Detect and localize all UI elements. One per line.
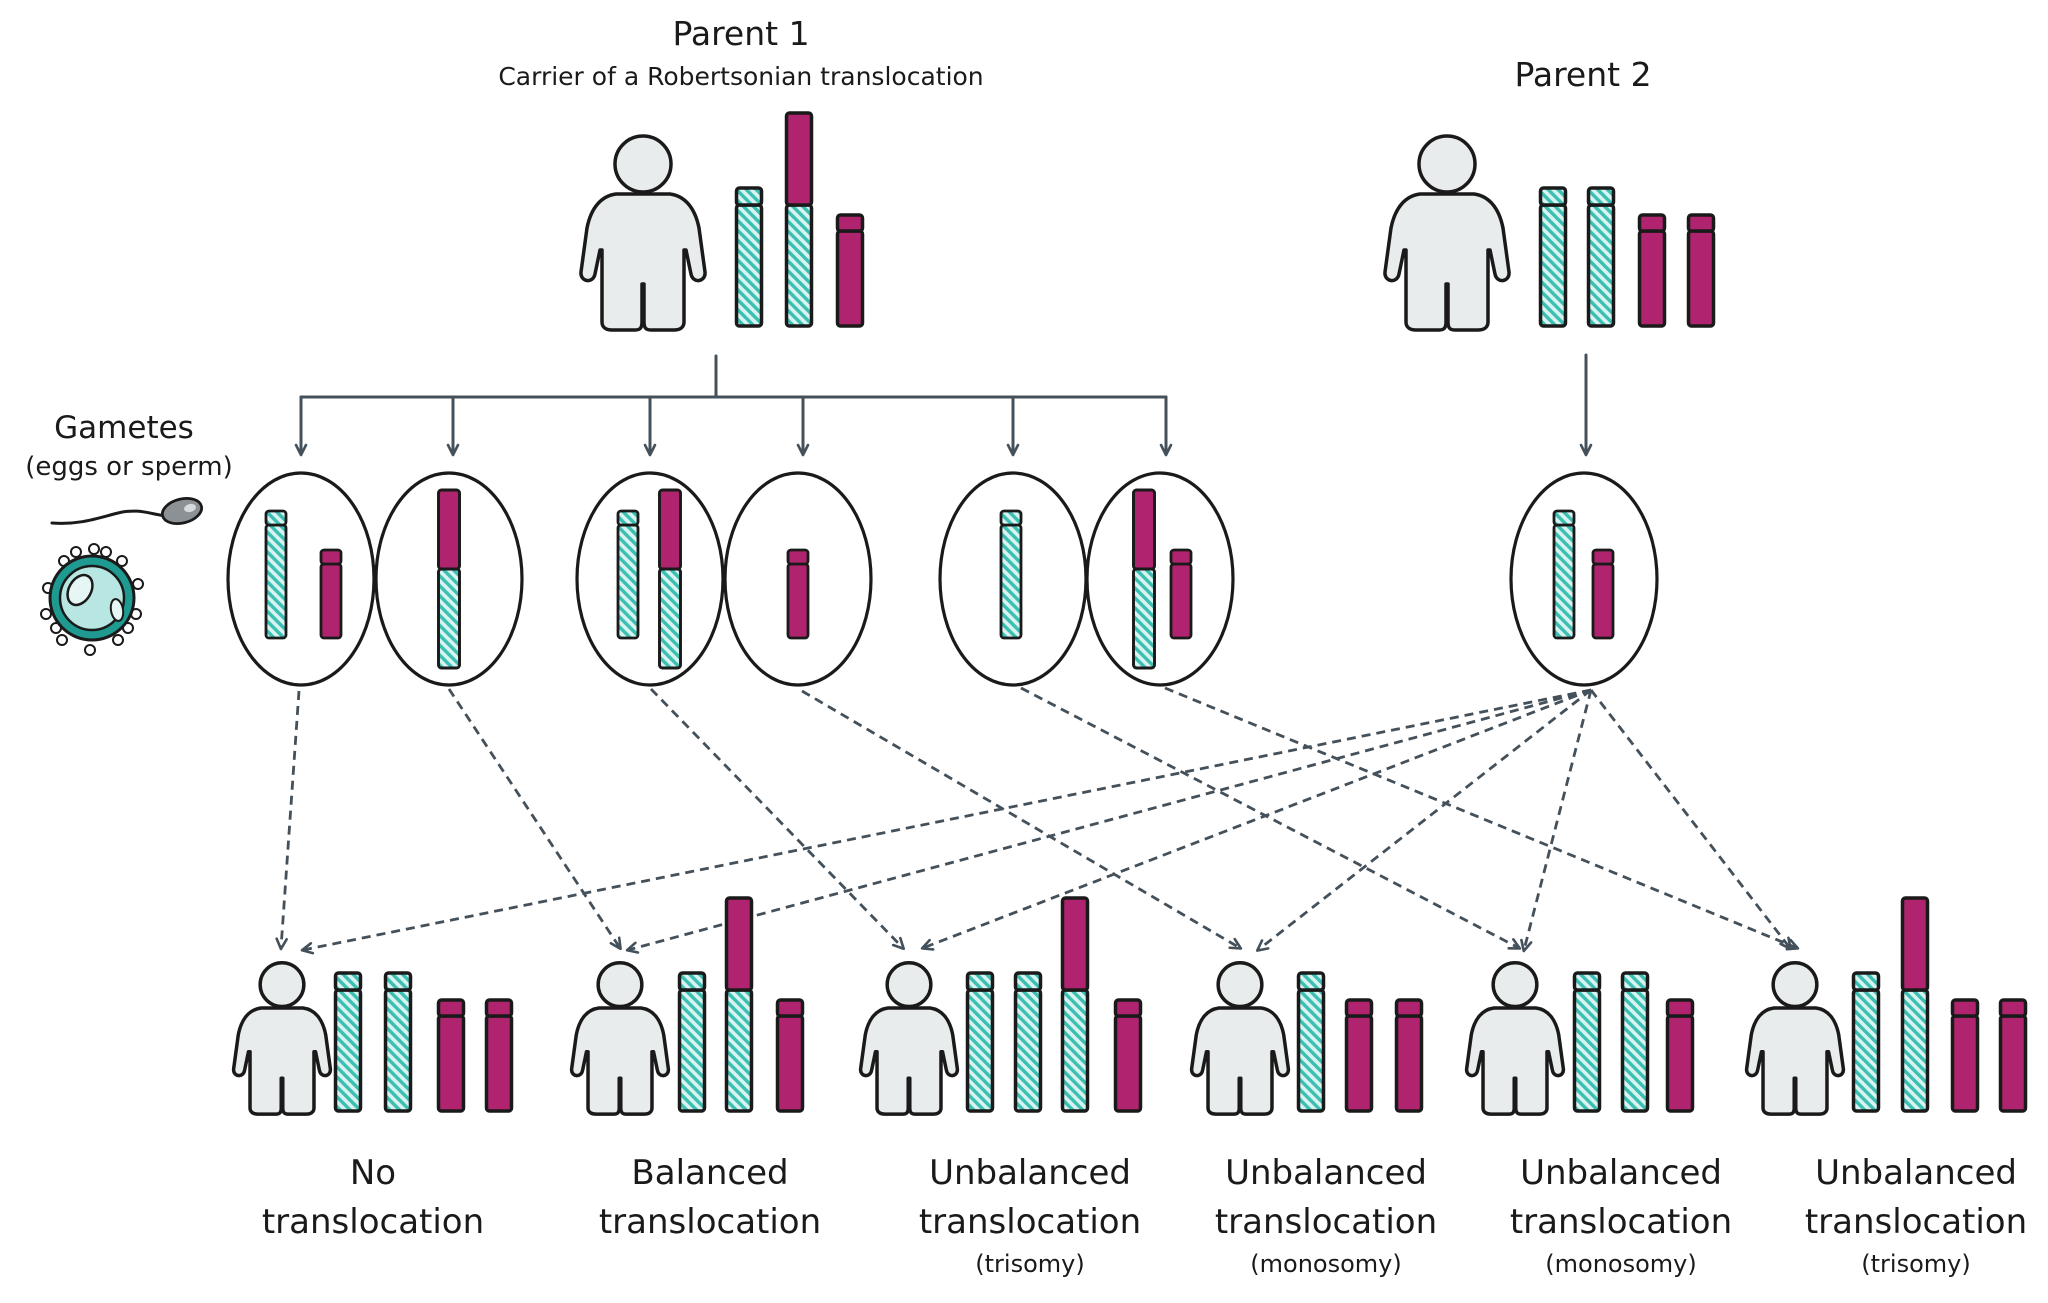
chromosome xyxy=(383,971,413,1113)
gamete-cell xyxy=(226,471,376,687)
person-icon xyxy=(579,134,707,332)
chromosome-robertsonian xyxy=(1132,488,1156,670)
chromosome xyxy=(724,896,754,1113)
dashed-arrow xyxy=(920,688,1592,951)
chromosome-teal xyxy=(616,509,640,640)
chromosome xyxy=(1900,896,1930,1113)
chromosome xyxy=(1394,998,1424,1113)
chromosome xyxy=(775,998,805,1113)
chromosome-robertsonian xyxy=(784,111,814,328)
dashed-arrow xyxy=(1520,689,1593,953)
chromosome xyxy=(677,971,707,1113)
person-icon xyxy=(1744,961,1846,1116)
parent1-title: Parent 1 xyxy=(672,14,810,53)
inheritance-arrows xyxy=(275,353,1800,955)
chromosome xyxy=(1572,971,1602,1113)
person-icon xyxy=(1464,961,1566,1116)
gamete-cell xyxy=(575,471,725,687)
parent2-title: Parent 2 xyxy=(1514,55,1652,94)
offspring-4-note: (monosomy) xyxy=(1250,1250,1402,1278)
chromosome xyxy=(333,971,363,1113)
dashed-arrow xyxy=(1164,686,1800,951)
chromosome xyxy=(1296,971,1326,1113)
sperm-icon xyxy=(50,496,204,526)
chromosome-magenta xyxy=(835,213,865,328)
person-icon xyxy=(1383,134,1511,332)
dashed-arrow xyxy=(625,688,1592,954)
chromosome xyxy=(1060,896,1090,1113)
dashed-arrow xyxy=(1020,686,1522,950)
gamete-icons xyxy=(40,496,204,656)
parent1-subtitle: Carrier of a Robertsonian translocation xyxy=(498,62,984,91)
dashed-arrow xyxy=(649,688,905,951)
chromosome-teal xyxy=(734,186,764,328)
dashed-arrow xyxy=(275,690,301,951)
chromosome xyxy=(965,971,995,1113)
chromosome xyxy=(436,998,466,1113)
chromosome xyxy=(1851,971,1881,1113)
egg-cell-icon xyxy=(40,543,144,656)
chromosome-magenta xyxy=(786,548,810,640)
chromosome xyxy=(1344,998,1374,1113)
dashed-arrow xyxy=(1589,689,1792,951)
chromosome-robertsonian xyxy=(437,488,461,670)
chromosome-magenta xyxy=(1637,213,1667,328)
chromosome-magenta xyxy=(1169,548,1193,640)
dashed-arrow xyxy=(300,688,1592,955)
chromosome xyxy=(1950,998,1980,1113)
gamete-cell xyxy=(1509,471,1659,687)
chromosome-teal xyxy=(1552,509,1576,640)
chromosome-teal xyxy=(1538,186,1568,328)
person-icon xyxy=(858,961,960,1116)
chromosome xyxy=(484,998,514,1113)
offspring-5-note: (monosomy) xyxy=(1545,1250,1697,1278)
chromosome-teal xyxy=(1586,186,1616,328)
chromosome-robertsonian xyxy=(658,488,682,670)
chromosome xyxy=(1113,998,1143,1113)
chromosome-magenta xyxy=(319,548,343,640)
chromosome-magenta xyxy=(1686,213,1716,328)
person-icon xyxy=(1189,961,1291,1116)
chromosome xyxy=(1998,998,2028,1113)
chromosome xyxy=(1620,971,1650,1113)
people xyxy=(231,134,1846,1116)
chromosome xyxy=(1665,998,1695,1113)
chromosome xyxy=(1013,971,1043,1113)
gamete-cell xyxy=(1085,471,1235,687)
chromosome-teal xyxy=(999,509,1023,640)
offspring-6-note: (trisomy) xyxy=(1861,1250,1971,1278)
chromosome-magenta xyxy=(1591,548,1615,640)
dashed-arrow xyxy=(801,689,1243,950)
chromosome-teal xyxy=(264,509,288,640)
gametes-subtitle: (eggs or sperm) xyxy=(25,452,233,482)
person-icon xyxy=(231,961,333,1116)
person-icon xyxy=(569,961,671,1116)
chromosomes xyxy=(264,111,2028,1113)
dashed-arrow xyxy=(447,688,622,951)
dashed-arrow xyxy=(1255,688,1592,952)
gametes-title: Gametes xyxy=(54,410,194,446)
offspring-3-note: (trisomy) xyxy=(975,1250,1085,1278)
